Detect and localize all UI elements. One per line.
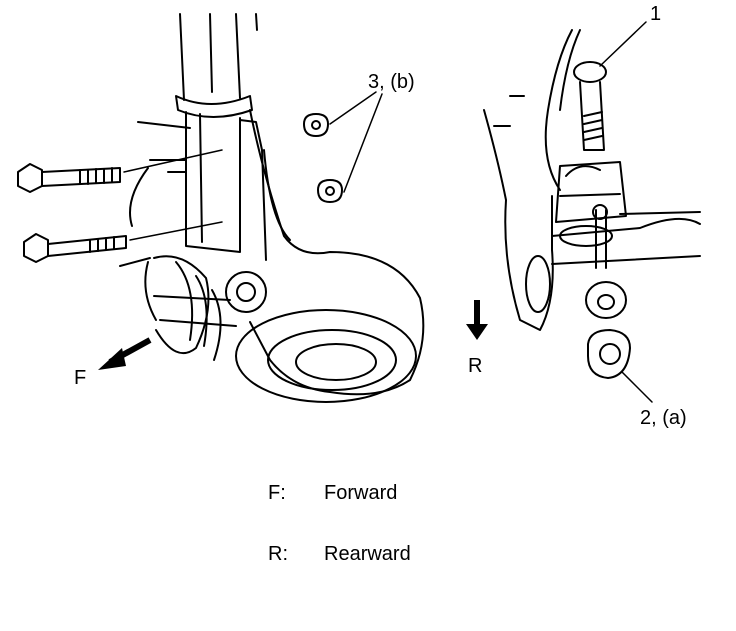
legend-key-forward: F:: [268, 482, 286, 504]
legend-text-forward: Forward: [324, 482, 398, 504]
hub-ring-inner: [267, 329, 397, 391]
left-assembly: [17, 13, 425, 403]
strut-bracket: [185, 111, 267, 261]
washer: [585, 281, 627, 319]
link-bolt-1: [573, 61, 607, 151]
strut-tube: [179, 13, 258, 101]
left-bolt-lower: [23, 233, 127, 263]
legend-text-rearward: Rearward: [324, 543, 411, 565]
right-assembly: [483, 21, 701, 403]
left-bolt-upper: [17, 163, 121, 193]
legend-key-rearward: R:: [268, 543, 288, 565]
callout-1: 1: [650, 3, 661, 25]
driveshaft-boot: [119, 255, 237, 361]
lower-arm: [551, 211, 701, 265]
strut-clamp: [175, 95, 253, 118]
knuckle-boss: [225, 271, 267, 313]
rearward-label: R: [468, 355, 482, 377]
nut-3b-upper: [303, 113, 329, 137]
callout-2a: 2, (a): [640, 407, 687, 429]
hub-ring-outer: [235, 309, 417, 403]
legend-row-forward: F: Forward: [268, 482, 397, 505]
legend-row-rearward: R: Rearward: [268, 543, 411, 566]
nut-2a: [587, 329, 631, 379]
nut-3b-lower: [317, 179, 343, 203]
forward-label: F: [74, 367, 86, 389]
callout-3b: 3, (b): [368, 71, 415, 93]
rearward-arrow: [466, 300, 488, 340]
right-strut: [544, 29, 581, 191]
forward-arrow: [98, 337, 152, 370]
knuckle-body: [249, 109, 425, 396]
right-bushing: [525, 255, 551, 313]
